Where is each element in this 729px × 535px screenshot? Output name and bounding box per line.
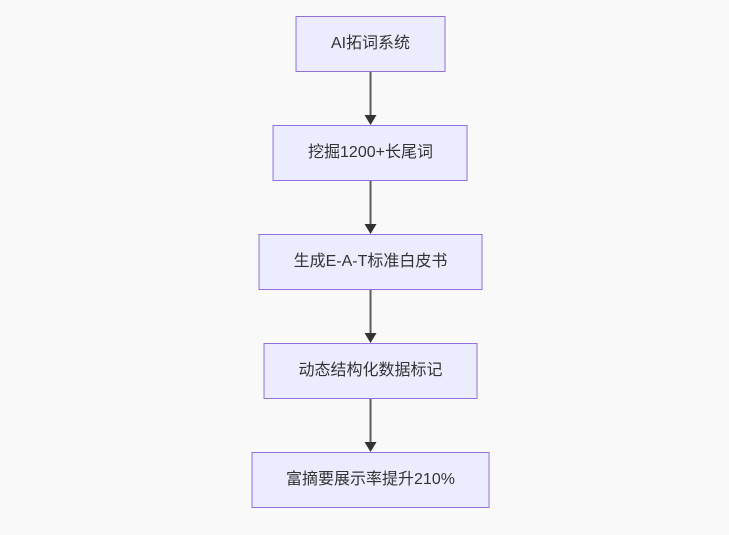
arrow-down-icon [364, 115, 377, 125]
flow-edge-1 [364, 72, 377, 125]
flow-node-ai-keyword-system: AI拓词系统 [295, 16, 446, 72]
arrow-shaft [369, 290, 372, 334]
arrow-down-icon [364, 224, 377, 234]
arrow-down-icon [364, 333, 377, 343]
arrow-shaft [369, 72, 372, 116]
node-label: 生成E-A-T标准白皮书 [293, 253, 448, 270]
flow-node-structured-data-markup: 动态结构化数据标记 [263, 343, 478, 399]
flow-node-longtail-keywords: 挖掘1200+长尾词 [273, 125, 468, 181]
flow-node-eat-whitepaper: 生成E-A-T标准白皮书 [258, 234, 483, 290]
flow-node-rich-snippet-rate: 富摘要展示率提升210% [251, 452, 490, 508]
flow-edge-3 [364, 290, 377, 343]
flowchart-column: AI拓词系统 挖掘1200+长尾词 生成E-A-T标准白皮书 动态结构化数据标记 [251, 16, 490, 508]
node-label: 挖掘1200+长尾词 [308, 144, 433, 161]
node-label: 动态结构化数据标记 [298, 362, 443, 379]
arrow-down-icon [364, 442, 377, 452]
arrow-shaft [369, 181, 372, 225]
node-label: 富摘要展示率提升210% [286, 471, 455, 488]
flow-edge-4 [364, 399, 377, 452]
arrow-shaft [369, 399, 372, 443]
flow-edge-2 [364, 181, 377, 234]
node-label: AI拓词系统 [330, 35, 411, 52]
